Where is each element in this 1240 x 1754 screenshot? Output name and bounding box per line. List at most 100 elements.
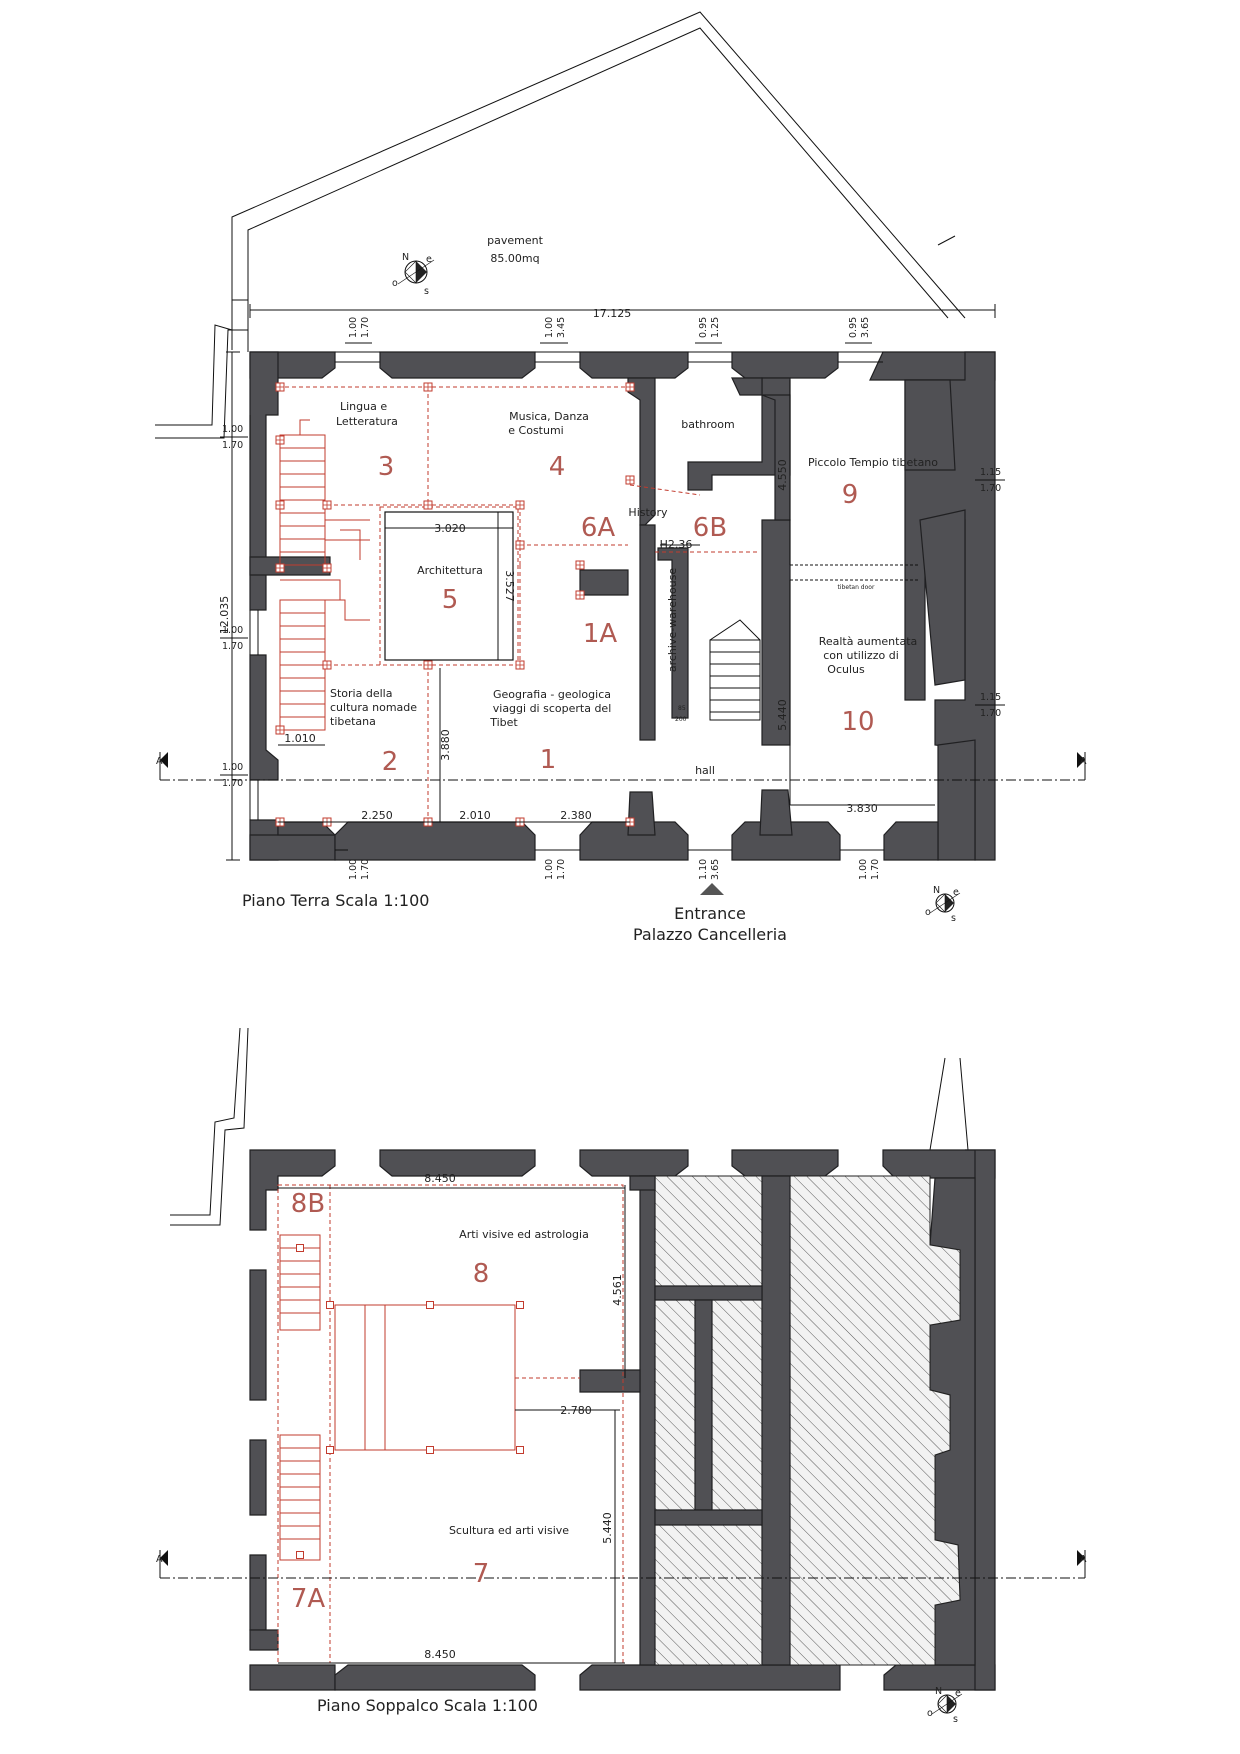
central-stair <box>709 619 761 721</box>
svg-text:1.00: 1.00 <box>222 762 243 773</box>
room1a-number: 1A <box>583 619 618 649</box>
room10-label: Oculus <box>827 663 865 676</box>
dim-2780: 2.780 <box>560 1404 592 1417</box>
archive-warehouse-label: archive-warehouse <box>666 568 679 673</box>
compass-rose-icon: N e o s <box>392 252 435 297</box>
mezzanine-exterior-walls <box>249 1149 996 1691</box>
mezzanine-interior-walls <box>579 1175 791 1666</box>
compass-o: o <box>392 278 398 289</box>
svg-text:1.00: 1.00 <box>222 424 243 435</box>
room4-label: Musica, Danza <box>509 410 589 423</box>
section-line-a-mezz <box>159 1550 1086 1579</box>
window-dims-left: 1.00 1.70 1.00 1.70 1.00 1.70 <box>220 424 248 789</box>
dim-8450-bottom: 8.450 <box>424 1648 456 1661</box>
svg-text:1.15: 1.15 <box>980 692 1001 703</box>
svg-text:1.70: 1.70 <box>556 859 567 880</box>
room2-label: cultura nomade <box>330 701 417 714</box>
room9-number: 9 <box>842 480 859 510</box>
svg-text:1.00: 1.00 <box>544 859 555 880</box>
window-dims-bottom: 1.00 1.70 1.00 1.70 1.10 3.65 1.00 1.70 <box>348 859 881 880</box>
section-a-left-mezz: A <box>156 1554 163 1565</box>
architettura-pavilion <box>379 506 519 666</box>
entrance-place: Palazzo Cancelleria <box>633 925 787 944</box>
room1-label: Tibet <box>489 716 518 729</box>
svg-text:e: e <box>955 1688 961 1699</box>
compass-s: s <box>424 286 429 297</box>
dim-2380: 2.380 <box>560 809 592 822</box>
svg-text:1.00: 1.00 <box>222 625 243 636</box>
room4-number: 4 <box>549 452 566 482</box>
svg-text:N: N <box>935 1686 942 1697</box>
dim-17125: 17.125 <box>593 307 632 320</box>
interior-dimension-lines <box>278 380 935 823</box>
compass-rose-icon: N e o s <box>927 1686 963 1725</box>
dim-2010: 2.010 <box>459 809 491 822</box>
mezzanine-plan: 8.450 4.561 2.780 5.440 8.450 A A 8B Art… <box>156 1027 1087 1725</box>
left-stair-upper <box>279 419 370 566</box>
svg-text:1.25: 1.25 <box>710 317 721 338</box>
dim-5440-mezz: 5.440 <box>601 1512 614 1544</box>
window-dims-right: 1.15 1.70 1.15 1.70 <box>975 467 1005 719</box>
svg-text:1.70: 1.70 <box>360 317 371 338</box>
h236-label: H2.36 <box>660 538 693 551</box>
svg-text:o: o <box>925 907 931 918</box>
mezzanine-title: Piano Soppalco Scala 1:100 <box>317 1696 538 1715</box>
hall-label: hall <box>695 764 715 777</box>
history-label: History <box>628 506 668 519</box>
svg-text:e: e <box>953 887 959 898</box>
room7-label: Scultura ed arti visive <box>449 1524 569 1537</box>
svg-text:1.70: 1.70 <box>980 483 1001 494</box>
room10-label: Realtà aumentata <box>819 635 918 648</box>
svg-text:1.70: 1.70 <box>222 778 243 789</box>
svg-text:s: s <box>953 1714 958 1725</box>
svg-text:1.15: 1.15 <box>980 467 1001 478</box>
pavement-outline <box>155 11 966 439</box>
exterior-walls <box>249 351 996 861</box>
room3-number: 3 <box>378 452 395 482</box>
section-a-right: A <box>1080 756 1087 767</box>
room4-label: e Costumi <box>508 424 563 437</box>
room9-label: Piccolo Tempio tibetano <box>808 456 938 469</box>
pavement-area: 85.00mq <box>490 252 539 265</box>
stair-85-label: 85 <box>678 705 686 712</box>
room10-number: 10 <box>841 707 874 737</box>
svg-text:1.00: 1.00 <box>348 317 359 338</box>
compass-n: N <box>402 252 409 263</box>
pavement-label: pavement <box>487 234 543 247</box>
room8b-number: 8B <box>291 1189 325 1219</box>
compass-e: e <box>426 254 432 265</box>
svg-text:1.70: 1.70 <box>222 641 243 652</box>
overall-width-dimension <box>249 304 996 318</box>
exhibit-partitions <box>278 386 760 822</box>
ground-floor-plan: pavement 85.00mq N e o s 17.125 12.035 <box>155 11 1087 944</box>
dim-4561: 4.561 <box>611 1274 624 1306</box>
entrance-arrow-icon <box>700 883 724 895</box>
section-a-right-mezz: A <box>1080 1554 1087 1565</box>
svg-text:N: N <box>933 885 940 896</box>
room8-number: 8 <box>473 1259 490 1289</box>
room3-label: Letteratura <box>336 415 398 428</box>
svg-text:0.95: 0.95 <box>848 317 859 338</box>
dim-12035: 12.035 <box>218 596 231 635</box>
svg-text:s: s <box>951 913 956 924</box>
compass-rose-icon: N e o s <box>925 885 961 924</box>
room3-label: Lingua e <box>340 400 387 413</box>
dim-2250: 2.250 <box>361 809 393 822</box>
room2-number: 2 <box>382 747 399 777</box>
entrance-label: Entrance <box>674 904 746 923</box>
dim-3830: 3.830 <box>846 802 878 815</box>
dim-4550: 4.550 <box>776 459 789 491</box>
room6a-number: 6A <box>581 513 616 543</box>
svg-text:3.45: 3.45 <box>556 317 567 338</box>
room1-number: 1 <box>540 745 557 775</box>
room7-number: 7 <box>473 1559 490 1589</box>
svg-text:1.70: 1.70 <box>360 859 371 880</box>
tibetan-door-label: tibetan door <box>838 584 875 591</box>
ground-floor-title: Piano Terra Scala 1:100 <box>242 891 429 910</box>
svg-text:1.00: 1.00 <box>858 859 869 880</box>
room10-label: con utilizzo di <box>823 649 899 662</box>
stair-200-label: 200 <box>675 716 687 723</box>
svg-text:0.95: 0.95 <box>698 317 709 338</box>
svg-text:1.70: 1.70 <box>222 440 243 451</box>
